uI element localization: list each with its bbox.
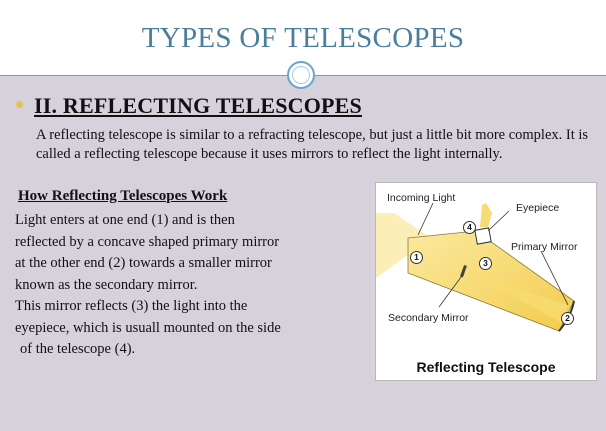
paragraph-line: eyepiece, which is usuall mounted on the…: [15, 319, 281, 336]
leader-line: [417, 202, 434, 236]
incoming-light-label: Incoming Light: [387, 192, 456, 204]
section-heading: II. REFLECTING TELESCOPES: [34, 93, 362, 118]
primary-mirror-label: Primary Mirror: [511, 241, 578, 253]
paragraph-line: at the other end (2) towards a smaller m…: [15, 255, 272, 271]
marker-3: 3: [479, 257, 492, 270]
incoming-light-beam: [376, 213, 431, 278]
marker-4: 4: [463, 221, 476, 234]
subheading: How Reflecting Telescopes Work: [18, 188, 228, 204]
marker-1: 1: [410, 251, 423, 264]
figure-caption: Reflecting Telescope: [416, 359, 556, 375]
eyepiece-light: [480, 203, 492, 227]
eyepiece-label: Eyepiece: [516, 202, 560, 214]
paragraph-line: of the telescope (4).: [20, 341, 136, 357]
telescope-illustration: [376, 202, 575, 332]
slide-title: TYPES OF TELESCOPES: [141, 22, 465, 54]
secondary-mirror-icon: [460, 265, 467, 278]
leader-line: [540, 250, 569, 306]
leader-line: [438, 272, 465, 308]
paragraph-line: Light enters at one end (1) and is then: [15, 212, 235, 228]
telescope-diagram: Incoming Light Eyepiece Primary Mirror S…: [375, 182, 597, 381]
explanation-paragraph: Light enters at one end (1) and is then …: [15, 210, 365, 361]
eyepiece-icon: [474, 227, 492, 245]
secondary-mirror-label: Secondary Mirror: [388, 312, 469, 324]
intro-text: A reflecting telescope is similar to a r…: [36, 127, 589, 162]
paragraph-line: known as the secondary mirror.: [15, 276, 198, 293]
paragraph-line: This mirror reflects (3) the light into …: [15, 298, 248, 314]
leader-line: [487, 210, 510, 232]
paragraph-line: reflected by a concave shaped primary mi…: [15, 233, 280, 250]
reflected-light: [466, 271, 568, 323]
bullet-icon: [16, 101, 23, 108]
marker-2: 2: [561, 312, 574, 325]
divider-ornament-icon: [287, 61, 315, 89]
